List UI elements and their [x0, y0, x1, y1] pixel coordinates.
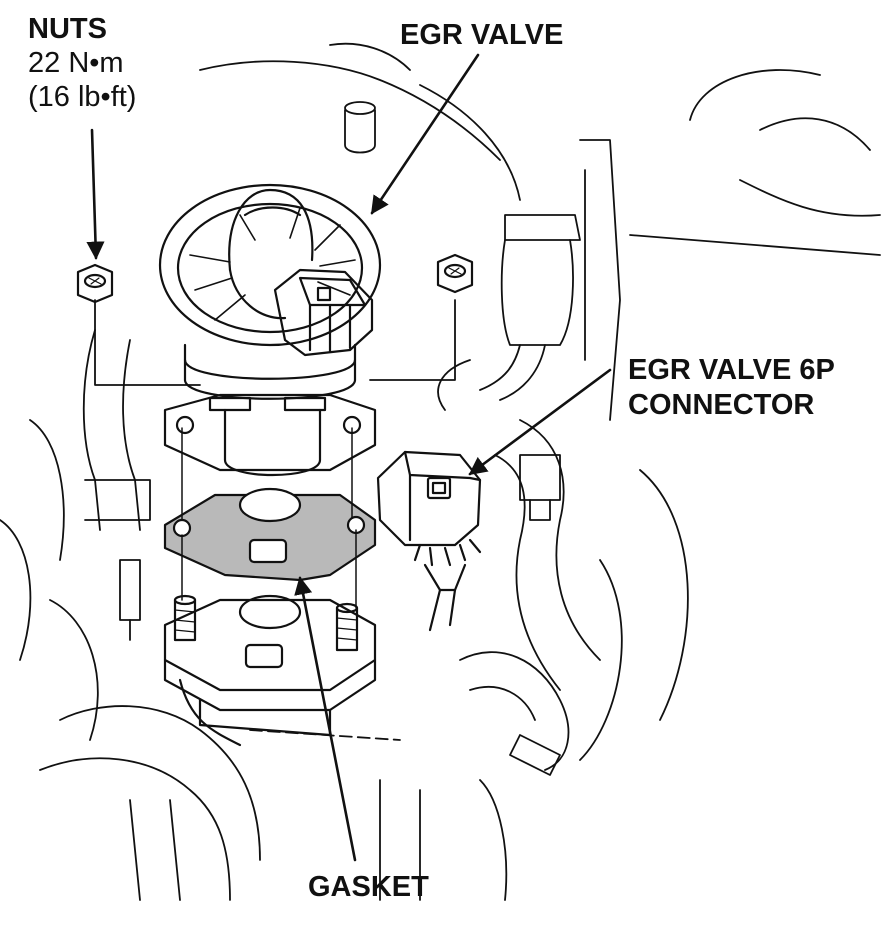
nut-left: [76, 263, 114, 304]
egr-valve-body: [158, 183, 382, 477]
nuts-arrow: [86, 128, 105, 260]
nuts-torque-imperial: (16 lb•ft): [28, 81, 137, 113]
leader-arrows: [86, 53, 612, 862]
nut-right: [436, 253, 474, 294]
nuts-title: NUTS: [28, 13, 107, 45]
valve-connector: [273, 268, 374, 357]
gasket-arrow: [294, 576, 357, 862]
egr-valve-label: EGR VALVE: [400, 19, 564, 51]
egr-valve-arrow: [370, 53, 480, 215]
connector-arrow: [468, 368, 612, 476]
egr-6p-connector: [376, 450, 482, 632]
engine-background: [0, 42, 881, 901]
connector-label-line2: CONNECTOR: [628, 389, 815, 421]
base-flange: [163, 594, 377, 747]
alignment-lines: [181, 427, 357, 609]
nuts-torque-metric: 22 N•m: [28, 47, 124, 79]
connector-label-line1: EGR VALVE 6P: [628, 354, 835, 386]
gasket-label: GASKET: [308, 871, 429, 903]
